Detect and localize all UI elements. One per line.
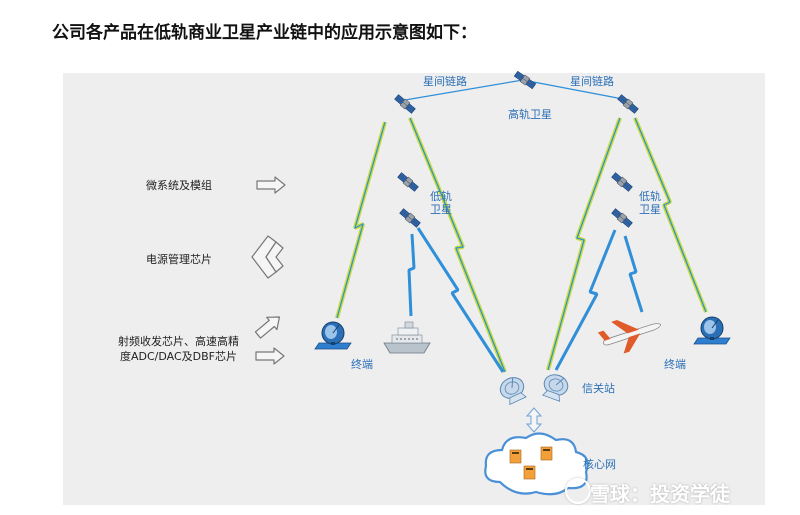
- gateway-dish-left-icon: [496, 373, 530, 407]
- airplane-icon: [597, 319, 661, 354]
- ship-icon: [383, 321, 431, 354]
- low-orbit-satellite-left-upper-icon: [396, 171, 420, 193]
- beam-low-left-gateway: [416, 227, 505, 373]
- inter-link-right: [522, 79, 629, 101]
- inter-link-left: [404, 79, 524, 101]
- rf-chip-label-line2: 度ADC/DAC及DBF芯片: [119, 350, 237, 363]
- terminal-right-label: 终端: [664, 358, 686, 371]
- rf-chip-label-line1: 射频收发芯片、高速高精: [118, 335, 239, 348]
- low-orbit-right-label-line1: 低轨: [639, 190, 661, 203]
- rf-chip-label: 射频收发芯片、高速高精 度ADC/DAC及DBF芯片: [118, 334, 239, 364]
- high-orbit-satellite-right-icon: [616, 93, 640, 115]
- low-orbit-right-label-line2: 卫星: [639, 203, 661, 216]
- power-chip-chevron-icon: [251, 235, 284, 279]
- high-orbit-satellite-left-icon: [393, 93, 417, 115]
- terminal-right-icon: [693, 316, 731, 345]
- low-orbit-left-label: 低轨 卫星: [427, 190, 455, 216]
- power-chip-label: 电源管理芯片: [146, 253, 212, 266]
- low-orbit-satellite-right-lower-icon: [610, 207, 634, 229]
- high-orbit-satellite-center-icon: [513, 70, 537, 90]
- gateway-dish-right-icon: [539, 370, 572, 403]
- beam-low-right-airplane: [623, 235, 644, 313]
- beam-high-left-terminal: [335, 121, 387, 319]
- low-orbit-left-label-line2: 卫星: [430, 203, 452, 216]
- terminal-left-label: 终端: [351, 358, 373, 371]
- terminal-left-icon: [314, 321, 352, 350]
- page-heading: 公司各产品在低轨商业卫星产业链中的应用示意图如下：: [52, 23, 477, 43]
- core-network-cloud-icon: [484, 432, 589, 496]
- inter-satellite-link-left-label: 星间链路: [423, 75, 467, 88]
- micro-system-arrow-icon: [256, 176, 286, 194]
- beam-low-right-gateway: [554, 229, 617, 371]
- beam-low-left-ship: [407, 233, 416, 317]
- low-orbit-satellite-left-lower-icon: [398, 207, 422, 229]
- beam-high-left-gateway: [408, 117, 507, 373]
- watermark-logo-icon: [565, 478, 591, 504]
- watermark: 雪球：投资学徒: [590, 482, 730, 506]
- high-orbit-satellite-label: 高轨卫星: [508, 108, 552, 121]
- gateway-core-double-arrow: [525, 407, 543, 433]
- inter-satellite-link-right-label: 星间链路: [570, 75, 614, 88]
- rf-chip-arrow-right-icon: [255, 347, 285, 365]
- low-orbit-satellite-right-upper-icon: [610, 171, 634, 193]
- micro-system-label: 微系统及模组: [146, 179, 212, 192]
- rf-chip-arrow-up-icon: [252, 310, 286, 342]
- core-network-label: 核心网: [583, 458, 616, 471]
- gateway-station-label: 信关站: [582, 382, 615, 395]
- low-orbit-left-label-line1: 低轨: [430, 190, 452, 203]
- low-orbit-right-label: 低轨 卫星: [636, 190, 664, 216]
